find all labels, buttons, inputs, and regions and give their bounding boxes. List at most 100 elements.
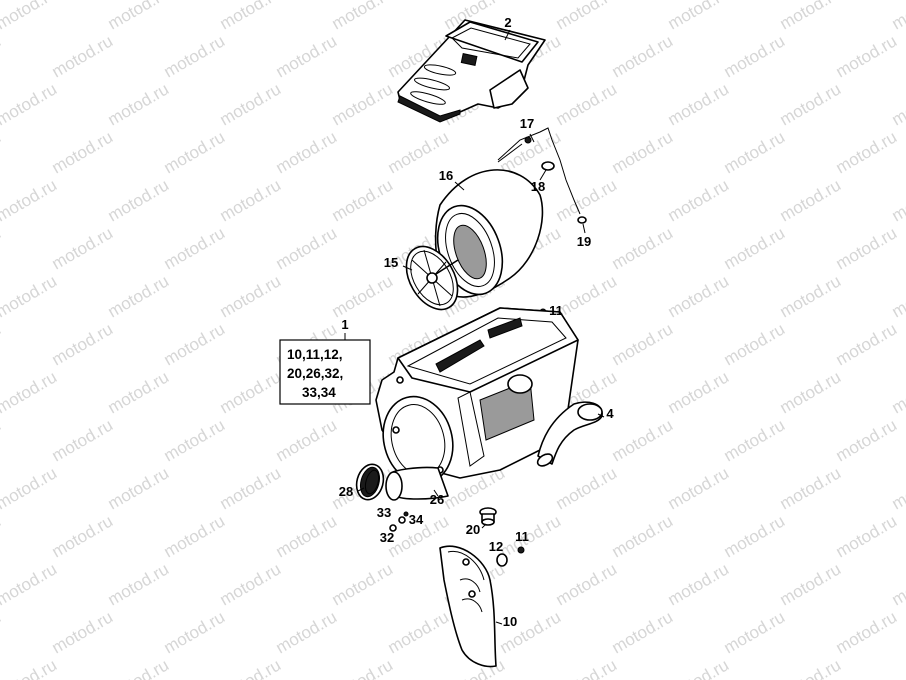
watermark-text-49: motod.ru bbox=[105, 175, 173, 225]
watermark-text-125: motod.ru bbox=[105, 559, 173, 609]
watermark-text-141: motod.ru bbox=[833, 607, 901, 657]
watermark-text-34: motod.ru bbox=[553, 79, 621, 129]
watermark-text-36: motod.ru bbox=[777, 79, 845, 129]
watermark-text-133: motod.ru bbox=[0, 607, 4, 657]
watermark-text-98: motod.ru bbox=[273, 415, 341, 465]
kit-contents-box: 10,11,12, 20,26,32, 33,34 bbox=[279, 333, 371, 405]
part-11-screw-bottom bbox=[517, 546, 525, 554]
watermark-text-16: motod.ru bbox=[665, 0, 733, 33]
watermark-text-27: motod.ru bbox=[833, 31, 901, 81]
watermark-text-150: motod.ru bbox=[777, 655, 845, 680]
watermark-text-140: motod.ru bbox=[721, 607, 789, 657]
kit-contents-line-3: 33,34 bbox=[302, 385, 336, 400]
watermark-text-26: motod.ru bbox=[721, 31, 789, 81]
callout-c2: 2 bbox=[504, 15, 511, 30]
watermark-text-131: motod.ru bbox=[777, 559, 845, 609]
watermark-text-39: motod.ru bbox=[49, 127, 117, 177]
part-2-cover bbox=[397, 19, 546, 123]
watermark-text-55: motod.ru bbox=[777, 175, 845, 225]
watermark-text-29: motod.ru bbox=[0, 79, 60, 129]
watermark-text-136: motod.ru bbox=[273, 607, 341, 657]
watermark-text-75: motod.ru bbox=[889, 271, 906, 321]
part-28-clamp bbox=[355, 463, 385, 501]
part-32-33-34-fasteners bbox=[389, 511, 409, 532]
watermark-text-110: motod.ru bbox=[553, 463, 621, 513]
watermark-text-103: motod.ru bbox=[833, 415, 901, 465]
watermark-text-149: motod.ru bbox=[665, 655, 733, 680]
watermark-text-120: motod.ru bbox=[609, 511, 677, 561]
watermark-text-95: motod.ru bbox=[0, 415, 4, 465]
watermark-text-102: motod.ru bbox=[721, 415, 789, 465]
callout-c15: 15 bbox=[384, 255, 398, 270]
watermark-text-68: motod.ru bbox=[105, 271, 173, 321]
watermark-text-101: motod.ru bbox=[609, 415, 677, 465]
watermark-text-88: motod.ru bbox=[217, 367, 285, 417]
watermark-text-107: motod.ru bbox=[217, 463, 285, 513]
part-12-washer bbox=[496, 553, 508, 567]
watermark-text-41: motod.ru bbox=[273, 127, 341, 177]
watermark-text-57: motod.ru bbox=[0, 223, 4, 273]
watermark-text-111: motod.ru bbox=[665, 463, 733, 513]
callout-c20: 20 bbox=[466, 522, 480, 537]
watermark-text-114: motod.ru bbox=[0, 511, 4, 561]
watermark-text-105: motod.ru bbox=[0, 463, 60, 513]
watermark-text-113: motod.ru bbox=[889, 463, 906, 513]
watermark-text-116: motod.ru bbox=[161, 511, 229, 561]
callout-c11a: 11 bbox=[549, 303, 563, 318]
watermark-text-53: motod.ru bbox=[553, 175, 621, 225]
part-10-mudflap bbox=[439, 545, 497, 668]
watermark-text-115: motod.ru bbox=[49, 511, 117, 561]
kit-contents-line-2: 20,26,32, bbox=[287, 366, 343, 381]
watermark-text-78: motod.ru bbox=[161, 319, 229, 369]
watermark-text-127: motod.ru bbox=[329, 559, 397, 609]
watermark-text-124: motod.ru bbox=[0, 559, 60, 609]
watermark-text-10: motod.ru bbox=[0, 0, 60, 33]
callout-c19: 19 bbox=[577, 234, 591, 249]
watermark-text-65: motod.ru bbox=[833, 223, 901, 273]
watermark-text-77: motod.ru bbox=[49, 319, 117, 369]
watermark-text-97: motod.ru bbox=[161, 415, 229, 465]
watermark-text-59: motod.ru bbox=[161, 223, 229, 273]
watermark-text-121: motod.ru bbox=[721, 511, 789, 561]
watermark-text-35: motod.ru bbox=[665, 79, 733, 129]
watermark-text-145: motod.ru bbox=[217, 655, 285, 680]
watermark-text-96: motod.ru bbox=[49, 415, 117, 465]
watermark-text-148: motod.ru bbox=[553, 655, 621, 680]
watermark-text-51: motod.ru bbox=[329, 175, 397, 225]
watermark-text-83: motod.ru bbox=[721, 319, 789, 369]
watermark-text-93: motod.ru bbox=[777, 367, 845, 417]
watermark-text-11: motod.ru bbox=[105, 0, 173, 33]
watermark-text-37: motod.ru bbox=[889, 79, 906, 129]
callout-c34: 34 bbox=[409, 512, 424, 527]
watermark-text-87: motod.ru bbox=[105, 367, 173, 417]
callout-c1: 1 bbox=[341, 317, 348, 332]
watermark-text-20: motod.ru bbox=[49, 31, 117, 81]
watermark-text-13: motod.ru bbox=[329, 0, 397, 33]
watermark-text-94: motod.ru bbox=[889, 367, 906, 417]
watermark-text-22: motod.ru bbox=[273, 31, 341, 81]
watermark-text-82: motod.ru bbox=[609, 319, 677, 369]
callout-c12: 12 bbox=[489, 539, 503, 554]
watermark-text-143: motod.ru bbox=[0, 655, 60, 680]
callout-c28: 28 bbox=[339, 484, 353, 499]
watermark-text-74: motod.ru bbox=[777, 271, 845, 321]
watermark-text-73: motod.ru bbox=[665, 271, 733, 321]
watermark-text-30: motod.ru bbox=[105, 79, 173, 129]
watermark-text-132: motod.ru bbox=[889, 559, 906, 609]
watermark-text-45: motod.ru bbox=[721, 127, 789, 177]
watermark-text-70: motod.ru bbox=[329, 271, 397, 321]
watermark-text-135: motod.ru bbox=[161, 607, 229, 657]
watermark-text-146: motod.ru bbox=[329, 655, 397, 680]
watermark-text-40: motod.ru bbox=[161, 127, 229, 177]
watermark-text-76: motod.ru bbox=[0, 319, 4, 369]
watermark-text-25: motod.ru bbox=[609, 31, 677, 81]
part-15-cage bbox=[405, 245, 459, 311]
watermark-text-151: motod.ru bbox=[889, 655, 906, 680]
callout-c4: 4 bbox=[606, 406, 614, 421]
watermark-text-64: motod.ru bbox=[721, 223, 789, 273]
watermark-text-32: motod.ru bbox=[329, 79, 397, 129]
part-17-clip bbox=[497, 127, 587, 224]
watermark-text-69: motod.ru bbox=[217, 271, 285, 321]
